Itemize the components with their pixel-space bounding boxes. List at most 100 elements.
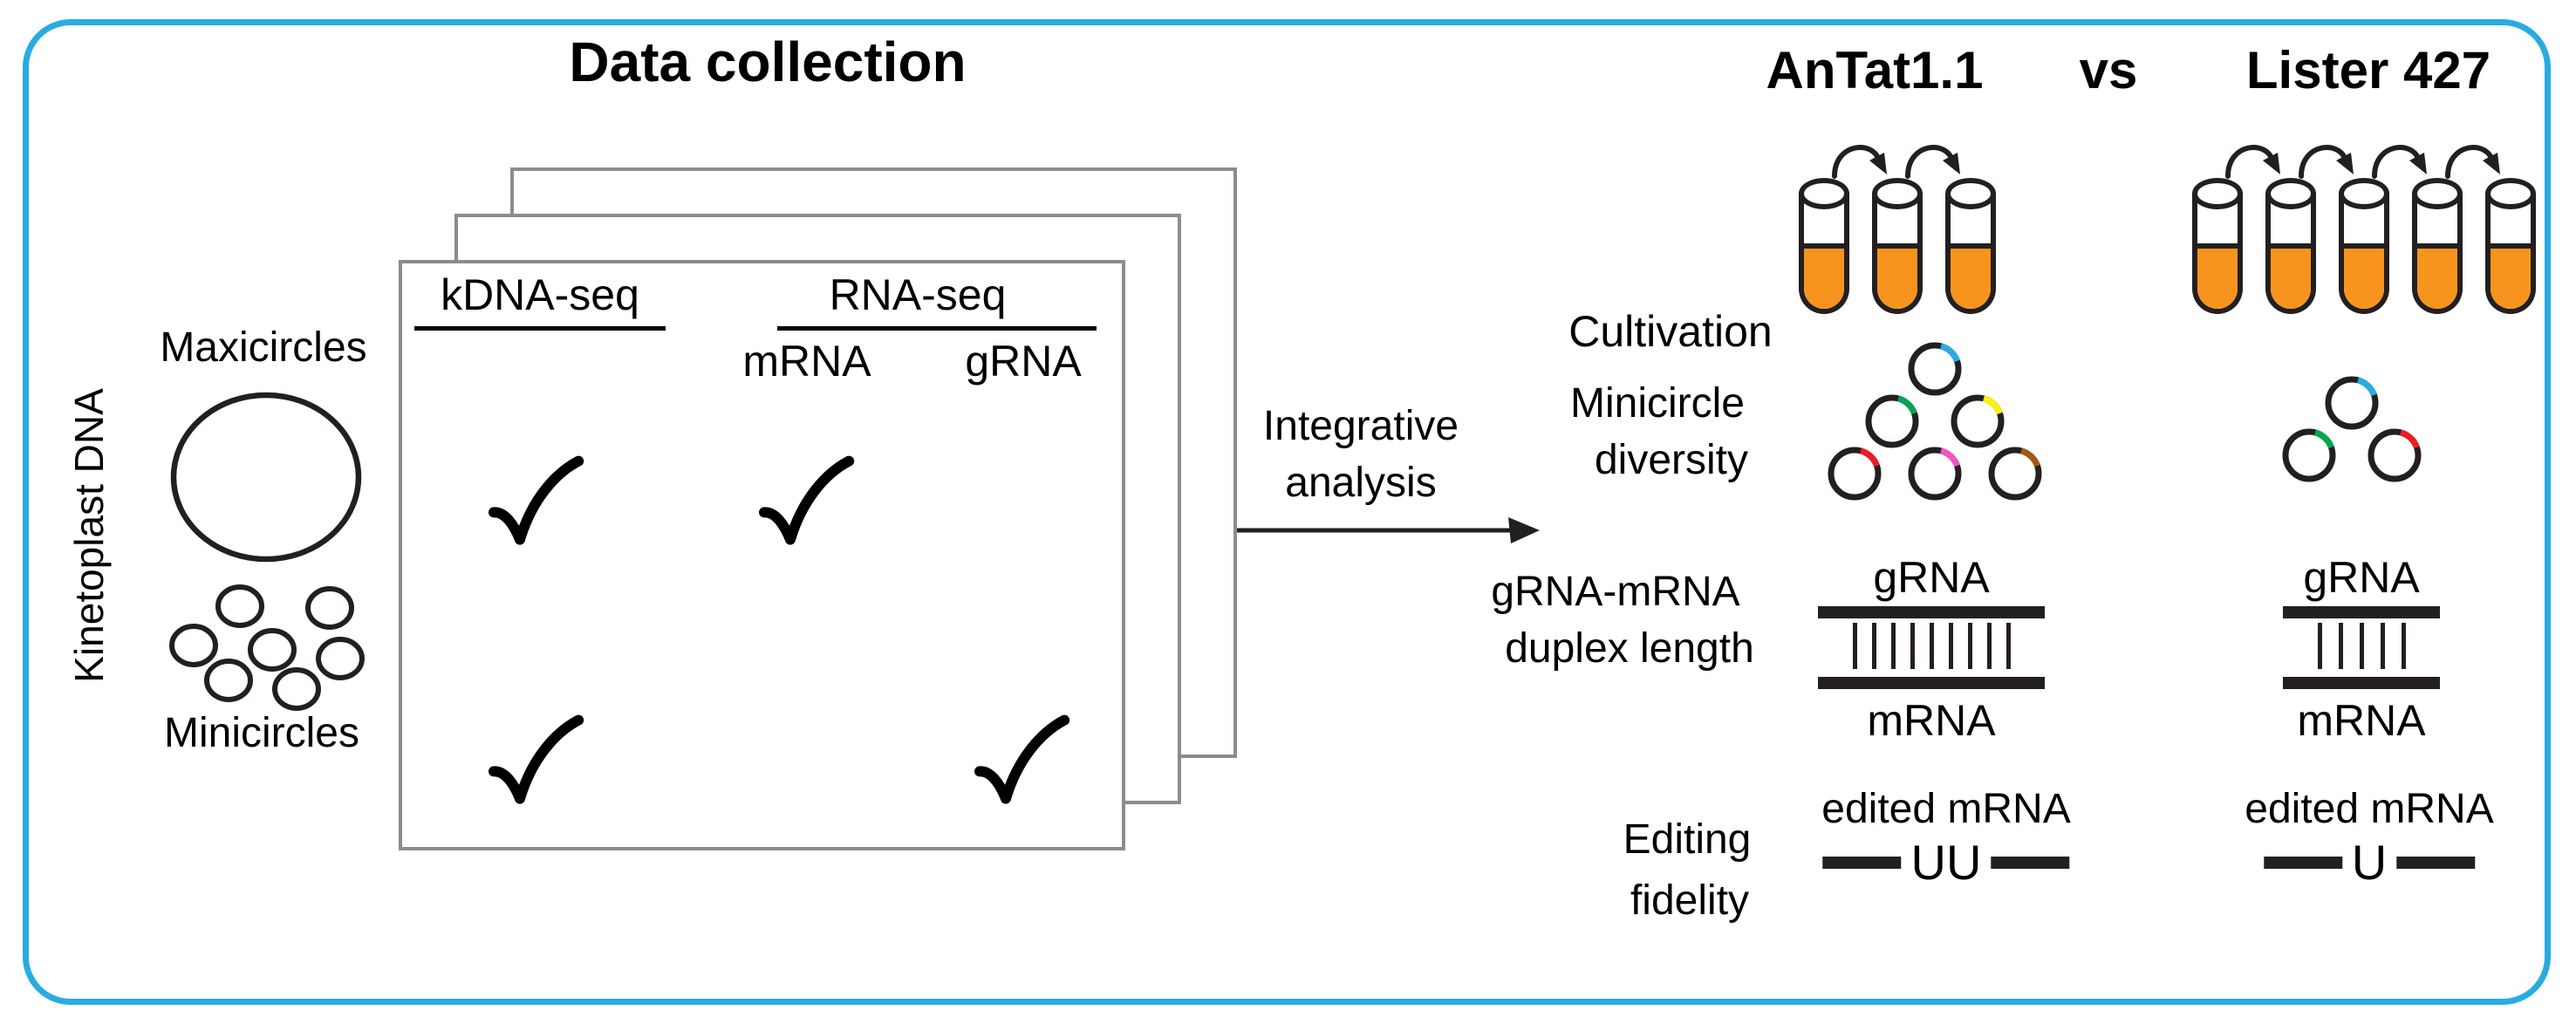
tube-body: [2192, 193, 2243, 314]
minicircle-icon: [169, 624, 218, 667]
minicircle-icon: [248, 628, 297, 672]
check-cell-maxicircles-grna: [969, 453, 1074, 557]
culture-medium: [1951, 243, 1991, 309]
base-pair-tick: [2338, 623, 2343, 669]
culture-medium: [1804, 243, 1844, 309]
row-label-minicircle-diversity-line2: diversity: [1594, 437, 1749, 483]
duplex-grna-label: gRNA: [1873, 553, 1990, 602]
uridine-insertion: UU: [1910, 834, 1982, 890]
check-cell-maxicircles-mrna: [754, 453, 858, 557]
duplex-mrna-label: mRNA: [1867, 696, 1996, 745]
grna-strand-bar: [1818, 606, 2045, 618]
subheader-grna: gRNA: [965, 337, 1082, 386]
tube-mouth: [2265, 178, 2316, 209]
base-pair-tick: [1967, 623, 1972, 669]
minicircle-icon: [2325, 376, 2379, 430]
minicircle-icon: [305, 586, 354, 630]
passage-arrow-icon: [2225, 145, 2280, 179]
tube-mouth: [2192, 178, 2243, 209]
tube-mouth: [1799, 178, 1849, 209]
tube-body: [2265, 193, 2316, 314]
checkmark-icon: [489, 455, 584, 545]
tube-body: [1872, 193, 1923, 314]
row-label-duplex-line1: gRNA-mRNA: [1491, 569, 1740, 615]
integrative-analysis-label-line2: analysis: [1285, 460, 1437, 506]
tube-body: [2339, 193, 2389, 314]
culture-medium: [2197, 243, 2238, 309]
kinetoplast-dna-label: Kinetoplast DNA: [66, 388, 112, 683]
tube-mouth: [2485, 178, 2536, 209]
edited-mrna-caption: edited mRNA: [1821, 786, 2071, 832]
checkmark-icon: [489, 714, 584, 804]
duplex-mrna-label: mRNA: [2297, 696, 2426, 745]
column-header-rna-seq: RNA-seq: [829, 270, 1007, 319]
mrna-segment-bar: [2396, 856, 2476, 869]
row-label-editing-line2: fidelity: [1630, 877, 1750, 924]
maxicircles-label: Maxicircles: [160, 324, 367, 371]
minicircle-icon: [2282, 428, 2336, 482]
row-label-duplex-line2: duplex length: [1505, 625, 1754, 672]
checkmark-icon: [974, 714, 1070, 804]
base-pair-tick: [2359, 623, 2364, 669]
editing-diagram-antat: edited mRNA UU: [1821, 786, 2071, 890]
tube-body: [1799, 193, 1849, 314]
tube-mouth: [2339, 178, 2389, 209]
tube-body: [2412, 193, 2463, 314]
test-tube: [2265, 178, 2316, 314]
test-tube: [2339, 178, 2389, 314]
check-cell-minicircles-mrna: [754, 712, 858, 816]
row-label-editing-line1: Editing: [1623, 816, 1752, 863]
duplex-grna-label: gRNA: [2303, 553, 2420, 602]
minicircle-icon: [1908, 447, 1962, 501]
test-tube: [1872, 178, 1923, 314]
culture-medium: [2417, 243, 2457, 309]
figure-border: [23, 19, 2551, 1005]
culture-medium: [2344, 243, 2384, 309]
base-pair-tick: [2005, 623, 2011, 669]
test-tube: [1945, 178, 1996, 314]
minicircle-icon: [316, 637, 365, 680]
data-card-front: kDNA-seq RNA-seq mRNA gRNA: [399, 260, 1125, 850]
edited-mrna-strand: UU: [1822, 834, 2070, 890]
mrna-strand-bar: [2283, 677, 2440, 689]
passage-arrow-icon: [1832, 145, 1887, 179]
minicircle-icon: [2368, 428, 2422, 482]
base-pair-tick: [2401, 623, 2406, 669]
minicircles-cluster: [166, 571, 375, 720]
base-pair-tick: [2380, 623, 2385, 669]
uridine-insertion: U: [2351, 834, 2388, 890]
tube-body: [2485, 193, 2536, 314]
base-pair-tick: [2317, 623, 2322, 669]
base-pair-tick: [1852, 623, 1857, 669]
passage-arrow-icon: [2445, 145, 2500, 179]
strain-a-title: AnTat1.1: [1766, 41, 1984, 99]
passage-arrow-icon: [2299, 145, 2354, 179]
test-tube: [2412, 178, 2463, 314]
culture-medium: [2271, 243, 2311, 309]
check-cell-minicircles-kdna: [483, 712, 588, 816]
culture-medium: [2491, 243, 2531, 309]
base-pair-tick: [1890, 623, 1896, 669]
culture-medium: [1877, 243, 1917, 309]
test-tube: [2485, 178, 2536, 314]
row-label-minicircle-diversity-line1: Minicircle: [1569, 380, 1745, 427]
tube-mouth: [1872, 178, 1923, 209]
mrna-segment-bar: [2263, 856, 2342, 869]
column-header-kdna-seq: kDNA-seq: [441, 270, 639, 319]
grna-strand-bar: [2283, 606, 2440, 618]
vs-label: vs: [2079, 41, 2138, 99]
rna-seq-underline: [777, 326, 1097, 331]
minicircles-label: Minicircles: [163, 710, 359, 756]
base-pair-tick: [1871, 623, 1876, 669]
passage-arrow-icon: [1905, 145, 1960, 179]
minicircle-icon: [272, 667, 321, 711]
minicircle-icon: [204, 659, 253, 702]
row-label-cultivation: Cultivation: [1568, 307, 1773, 356]
base-pair-tick: [1948, 623, 1953, 669]
base-pair-tick: [1986, 623, 1992, 669]
minicircle-icon: [1908, 342, 1962, 396]
edited-mrna-caption: edited mRNA: [2245, 786, 2494, 832]
minicircle-icon: [215, 584, 264, 628]
mrna-strand-bar: [1818, 677, 2045, 689]
